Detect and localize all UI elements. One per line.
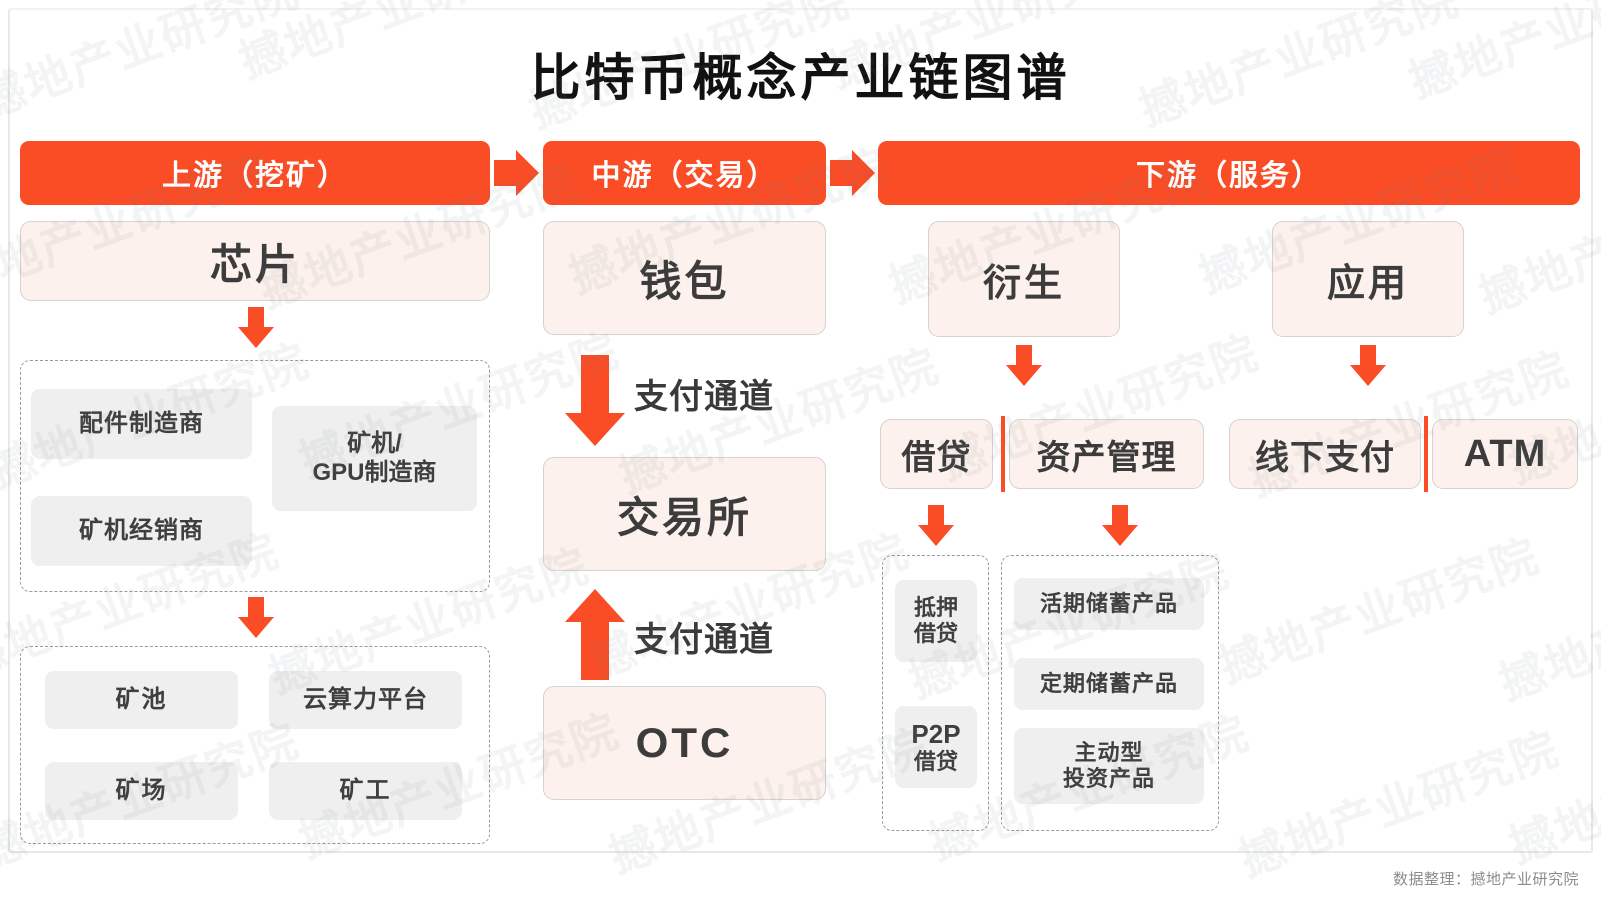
upstream-item-rig-dealer[interactable]: 矿机经销商 xyxy=(31,496,252,566)
arrow-down-derivative-icon xyxy=(1005,345,1043,387)
upstream-item-rig-gpu-maker-line2: GPU制造商 xyxy=(312,458,437,486)
midstream-otc-box[interactable]: OTC xyxy=(543,686,826,800)
arrow-down-payment-channel-icon xyxy=(564,355,626,447)
payment-channel-label-top: 支付通道 xyxy=(634,378,774,416)
upstream-item-rig-gpu-maker-line1: 矿机/ xyxy=(347,430,402,458)
downstream-item-active-investment-line1: 主动型 xyxy=(1074,740,1144,766)
downstream-item-collateral-lending[interactable]: 抵押 借贷 xyxy=(895,580,977,662)
divider-lending-asset xyxy=(1001,416,1005,492)
upstream-item-mining-pool[interactable]: 矿池 xyxy=(45,671,238,729)
arrow-down-asset-icon xyxy=(1101,505,1139,547)
downstream-item-active-investment[interactable]: 主动型 投资产品 xyxy=(1014,728,1204,804)
downstream-item-p2p-lending-line2: 借贷 xyxy=(913,749,958,775)
source-note: 数据整理：撼地产业研究院 xyxy=(1392,871,1579,888)
downstream-asset-management-box[interactable]: 资产管理 xyxy=(1009,419,1204,489)
upstream-item-cloud-hashrate[interactable]: 云算力平台 xyxy=(269,671,462,729)
upstream-group-mining xyxy=(20,646,490,844)
downstream-derivative-box[interactable]: 衍生 xyxy=(928,221,1120,337)
downstream-item-p2p-lending-line1: P2P xyxy=(911,718,961,749)
downstream-offline-payment-box[interactable]: 线下支付 xyxy=(1229,419,1421,489)
upstream-item-rig-gpu-maker[interactable]: 矿机/ GPU制造商 xyxy=(272,406,477,511)
downstream-group-lending xyxy=(882,555,989,831)
downstream-item-p2p-lending[interactable]: P2P 借贷 xyxy=(895,706,977,788)
divider-payment-atm xyxy=(1424,416,1428,492)
upstream-item-miner[interactable]: 矿工 xyxy=(269,762,462,820)
stage-header-upstream[interactable]: 上游（挖矿） xyxy=(20,141,490,205)
downstream-group-asset-management xyxy=(1001,555,1219,831)
downstream-lending-box[interactable]: 借贷 xyxy=(880,419,993,489)
midstream-exchange-box[interactable]: 交易所 xyxy=(543,457,826,571)
upstream-chip-box[interactable]: 芯片 xyxy=(20,221,490,301)
arrow-down-lending-icon xyxy=(917,505,955,547)
upstream-item-parts-maker[interactable]: 配件制造商 xyxy=(31,389,252,459)
arrow-down-application-icon xyxy=(1349,345,1387,387)
stage-arrow-1-icon xyxy=(494,148,540,198)
downstream-atm-box[interactable]: ATM xyxy=(1432,419,1578,489)
downstream-item-collateral-lending-line2: 借贷 xyxy=(913,621,958,646)
upstream-item-mining-farm[interactable]: 矿场 xyxy=(45,762,238,820)
payment-channel-label-bottom: 支付通道 xyxy=(634,621,774,659)
midstream-wallet-box[interactable]: 钱包 xyxy=(543,221,826,335)
upstream-group-manufacturing xyxy=(20,360,490,592)
downstream-item-active-investment-line2: 投资产品 xyxy=(1062,766,1155,791)
downstream-item-time-savings[interactable]: 定期储蓄产品 xyxy=(1014,658,1204,710)
stage-header-midstream[interactable]: 中游（交易） xyxy=(543,141,826,205)
stage-arrow-2-icon xyxy=(830,148,876,198)
downstream-item-collateral-lending-line1: 抵押 xyxy=(913,595,958,621)
page-frame xyxy=(8,8,1593,853)
downstream-item-demand-savings[interactable]: 活期储蓄产品 xyxy=(1014,578,1204,630)
arrow-up-payment-channel-icon xyxy=(564,589,626,681)
page-title: 比特币概念产业链图谱 xyxy=(530,50,1071,106)
arrow-down-chip-icon xyxy=(237,307,275,349)
downstream-application-box[interactable]: 应用 xyxy=(1272,221,1464,337)
stage-header-downstream[interactable]: 下游（服务） xyxy=(878,141,1580,205)
arrow-down-mining-icon xyxy=(237,597,275,639)
